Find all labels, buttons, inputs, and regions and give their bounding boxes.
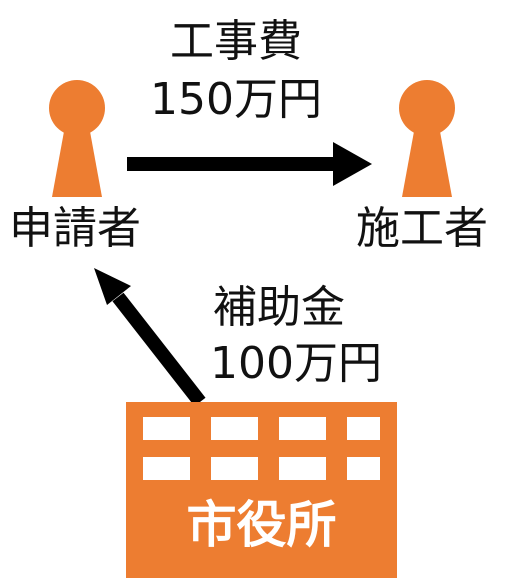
contractor-body bbox=[402, 126, 452, 197]
contractor-head bbox=[399, 80, 455, 136]
window bbox=[279, 417, 326, 440]
applicant-body bbox=[52, 126, 102, 197]
window bbox=[211, 417, 258, 440]
subsidy-title: 補助金 bbox=[213, 282, 345, 333]
contractor-person-icon bbox=[399, 80, 455, 197]
city-office-label: 市役所 bbox=[186, 496, 337, 554]
window bbox=[279, 457, 326, 480]
payment-arrow bbox=[127, 142, 372, 186]
window bbox=[347, 417, 380, 440]
applicant-label: 申請者 bbox=[9, 203, 141, 254]
city-office-building-icon bbox=[126, 402, 397, 578]
window bbox=[211, 457, 258, 480]
subsidy-amount: 100万円 bbox=[210, 338, 382, 389]
contractor-label: 施工者 bbox=[356, 203, 488, 254]
window bbox=[347, 457, 380, 480]
payment-title: 工事費 bbox=[170, 16, 302, 67]
subsidy-arrow bbox=[94, 268, 206, 407]
window bbox=[143, 417, 190, 440]
payment-amount: 150万円 bbox=[150, 74, 322, 125]
applicant-head bbox=[49, 80, 105, 136]
window bbox=[143, 457, 190, 480]
applicant-person-icon bbox=[49, 80, 105, 197]
